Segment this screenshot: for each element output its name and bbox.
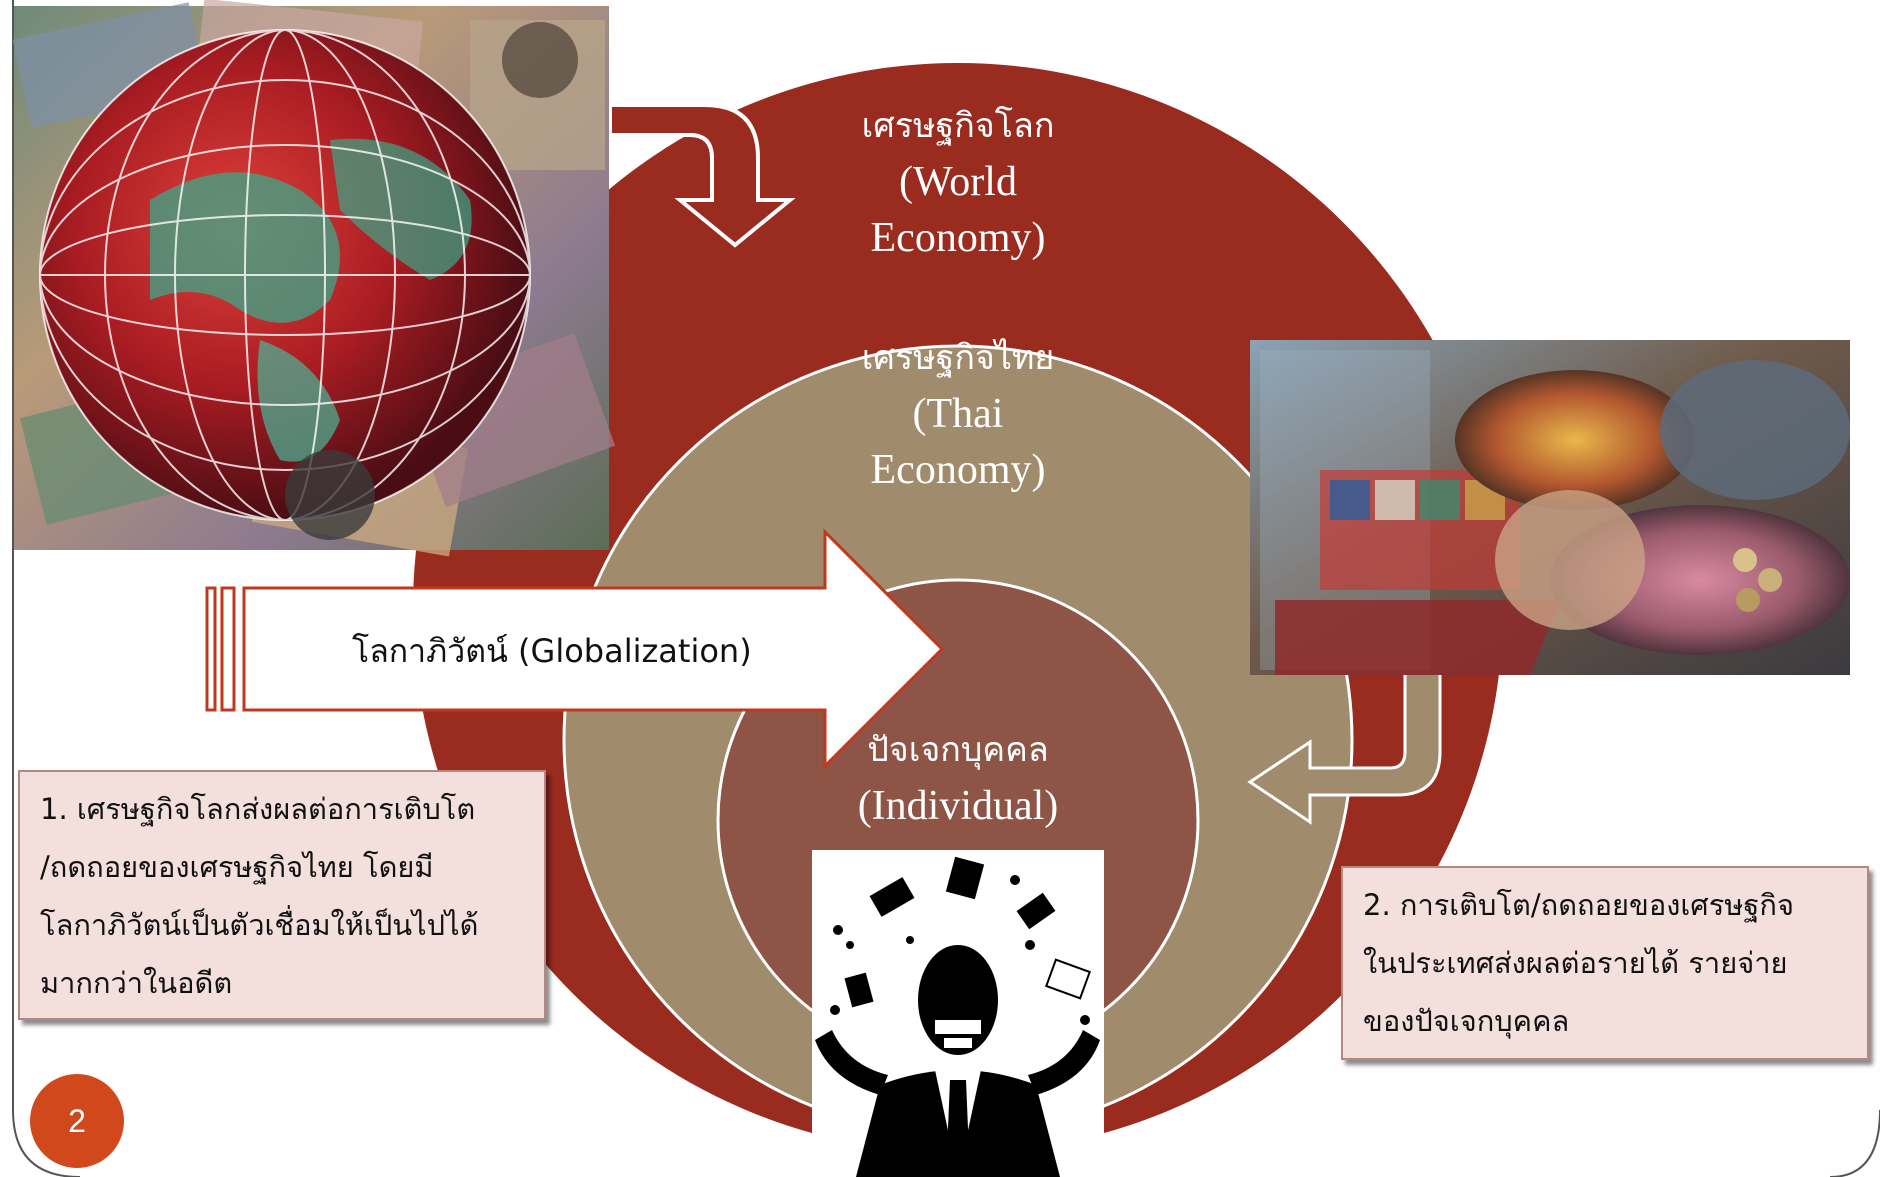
juggling-businessman-clipart bbox=[812, 850, 1104, 1177]
note-left-line-4: มากกว่าในอดีต bbox=[40, 966, 233, 1000]
thai-economy-en-1: (Thai bbox=[912, 391, 1004, 437]
slide-number-badge: 2 bbox=[30, 1074, 124, 1168]
curved-arrow-down bbox=[608, 103, 796, 248]
individual-label: ปัจเจกบุคคล (Individual) bbox=[808, 722, 1108, 834]
individual-thai: ปัจเจกบุคคล bbox=[867, 730, 1049, 770]
arrow-stripe-2 bbox=[220, 586, 236, 712]
note-right-line-2: ในประเทศส่งผลต่อรายได้ รายจ่าย bbox=[1363, 946, 1788, 980]
trade-market-collage-image bbox=[1250, 340, 1850, 675]
note-left-line-2: /ถดถอยของเศรษฐกิจไทย โดยมี bbox=[40, 850, 434, 884]
note-left-line-1: 1. เศรษฐกิจโลกส่งผลต่อการเติบโต bbox=[40, 792, 476, 826]
world-economy-en-1: (World bbox=[899, 159, 1017, 205]
note-right-line-1: 2. การเติบโต/ถดถอยของเศรษฐกิจ bbox=[1363, 888, 1794, 922]
curved-arrow-left bbox=[1247, 666, 1442, 825]
world-economy-thai: เศรษฐกิจโลก bbox=[861, 106, 1055, 146]
individual-en: (Individual) bbox=[857, 783, 1059, 829]
thai-economy-label: เศรษฐกิจไทย (Thai Economy) bbox=[808, 330, 1108, 498]
note-left-line-3: โลกาภิวัตน์เป็นตัวเชื่อมให้เป็นไปได้ bbox=[40, 908, 479, 942]
slide-frame-right bbox=[1829, 1109, 1880, 1177]
globalization-arrow bbox=[242, 528, 945, 770]
globalization-label: โลกาภิวัตน์ (Globalization) bbox=[352, 632, 752, 670]
note-thai-to-individual: 2. การเติบโต/ถดถอยของเศรษฐกิจ ในประเทศส่… bbox=[1341, 866, 1869, 1060]
arrow-stripe-1 bbox=[205, 586, 217, 712]
thai-economy-en-2: Economy) bbox=[870, 447, 1046, 493]
note-world-to-thai: 1. เศรษฐกิจโลกส่งผลต่อการเติบโต /ถดถอยขอ… bbox=[18, 770, 546, 1020]
slide-frame-left bbox=[12, 0, 81, 1177]
money-globe-image bbox=[12, 0, 616, 557]
note-right-line-3: ของปัจเจกบุคคล bbox=[1363, 1004, 1570, 1038]
world-economy-label: เศรษฐกิจโลก (World Economy) bbox=[808, 98, 1108, 266]
world-economy-en-2: Economy) bbox=[870, 215, 1046, 261]
thai-economy-thai: เศรษฐกิจไทย bbox=[861, 338, 1055, 378]
